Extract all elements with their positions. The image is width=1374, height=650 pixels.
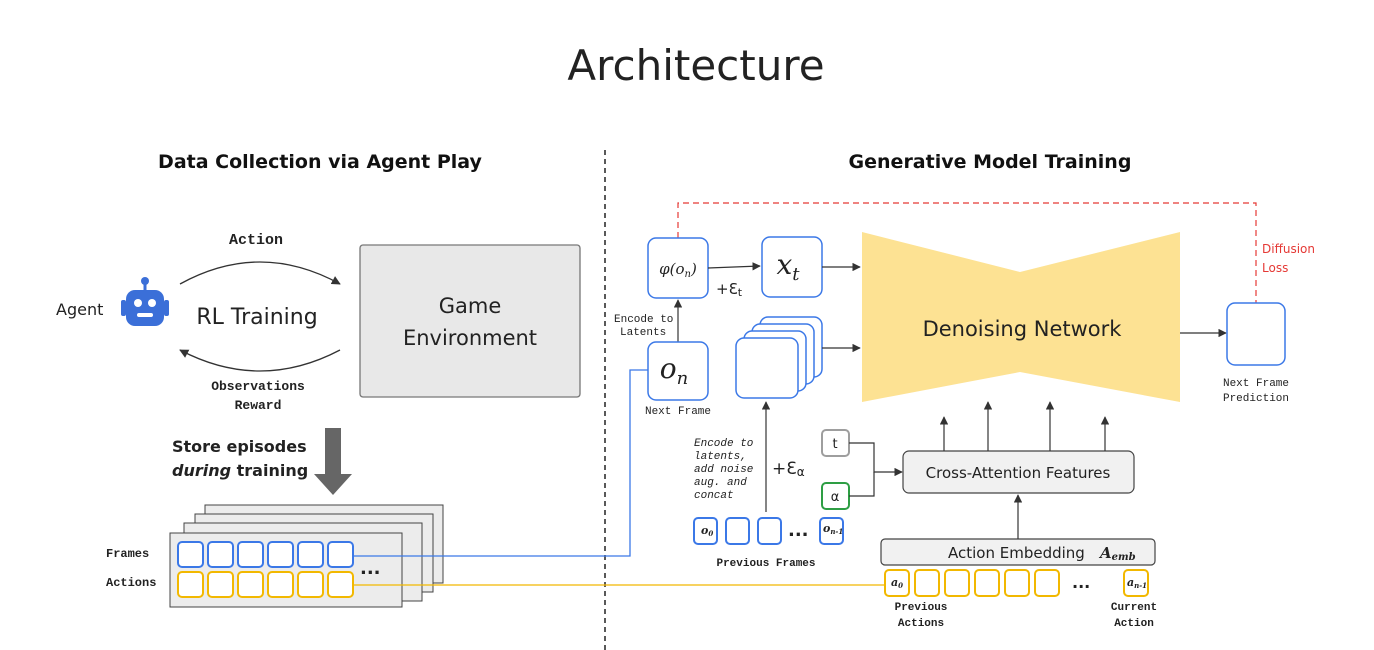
previous-actions-row (884, 569, 1149, 597)
store-episodes-line2: during training (172, 461, 308, 480)
current-action-label-2: Action (1114, 618, 1154, 630)
action-arrow (179, 261, 341, 285)
latent-to-xt-arrow (707, 262, 761, 271)
observations-arrow (179, 349, 341, 372)
rl-training-label: RL Training (196, 305, 317, 330)
store-arrow (314, 428, 352, 495)
current-action-label-1: Current (1111, 602, 1157, 614)
previous-frames-label: Previous Frames (716, 558, 815, 570)
observations-label: Observations (211, 379, 305, 394)
a0-label: a0 (891, 576, 903, 590)
game-environment-box (359, 244, 581, 398)
prev-actions-dots: ... (1072, 573, 1090, 592)
previous-frames-row (693, 517, 844, 545)
page-title: Architecture (567, 41, 824, 90)
reward-label: Reward (235, 398, 282, 413)
game-environment-line1: Game (439, 294, 502, 318)
previous-actions-label-2: Actions (898, 618, 944, 630)
prev-frames-dots: ... (788, 520, 809, 541)
on1-label: on-1 (823, 522, 843, 536)
right-heading: Generative Model Training (849, 151, 1132, 173)
t-label: t (832, 437, 837, 452)
agent-label: Agent (56, 300, 103, 319)
latent-stack (735, 316, 823, 399)
cells-ellipsis: ... (360, 558, 381, 579)
o0-label: o0 (701, 524, 713, 538)
next-frame-box (647, 341, 709, 401)
prediction-box (1226, 302, 1286, 366)
encode-note-line5: concat (694, 490, 734, 502)
latents-label: Latents (620, 327, 666, 339)
next-frame-label: Next Frame (645, 406, 711, 418)
game-environment-line2: Environment (403, 326, 537, 350)
latent-label: φ(on) (659, 260, 697, 280)
cross-attention-label: Cross-Attention Features (926, 464, 1111, 482)
frames-connector (353, 369, 648, 557)
action-cells (177, 571, 354, 598)
diffusion-loss-line (677, 202, 1257, 303)
alpha-label: α (831, 490, 840, 505)
left-heading: Data Collection via Agent Play (158, 151, 482, 173)
actions-label: Actions (106, 576, 156, 590)
eps-alpha-label: +Ɛα (772, 459, 805, 479)
encode-note: Encode to latents, add noise aug. and co… (694, 438, 760, 502)
encode-note-line1: Encode to (694, 438, 753, 450)
previous-actions-label-1: Previous (895, 602, 948, 614)
cross-attention-box (902, 450, 1135, 494)
encode-note-line3: add noise (694, 464, 753, 476)
encode-note-line2: latents, (694, 451, 747, 463)
frame-cells (177, 541, 354, 568)
eps-t-label: +Ɛt (716, 280, 743, 299)
loss-label: Loss (1262, 261, 1288, 275)
encode-to-label: Encode to (614, 314, 673, 326)
robot-icon (121, 277, 169, 326)
denoising-network-shape (862, 232, 1180, 402)
action-embedding-label: Action Embedding (948, 544, 1085, 562)
xt-label: xt (776, 248, 800, 285)
t-connector (849, 442, 903, 477)
diffusion-label: Diffusion (1262, 242, 1315, 256)
encode-note-line4: aug. and (694, 477, 747, 489)
a-emb-label: Aemb (1098, 544, 1136, 563)
an1-label: an-1 (1127, 576, 1147, 590)
next-frame-prediction-line2: Prediction (1223, 393, 1289, 405)
denoising-network-label: Denoising Network (923, 317, 1123, 341)
next-frame-prediction-line1: Next Frame (1223, 378, 1289, 390)
action-label: Action (229, 232, 283, 249)
next-frame-symbol: on (660, 352, 688, 389)
frames-label: Frames (106, 547, 149, 561)
store-episodes-line1: Store episodes (172, 437, 307, 456)
alpha-connector (849, 472, 875, 497)
